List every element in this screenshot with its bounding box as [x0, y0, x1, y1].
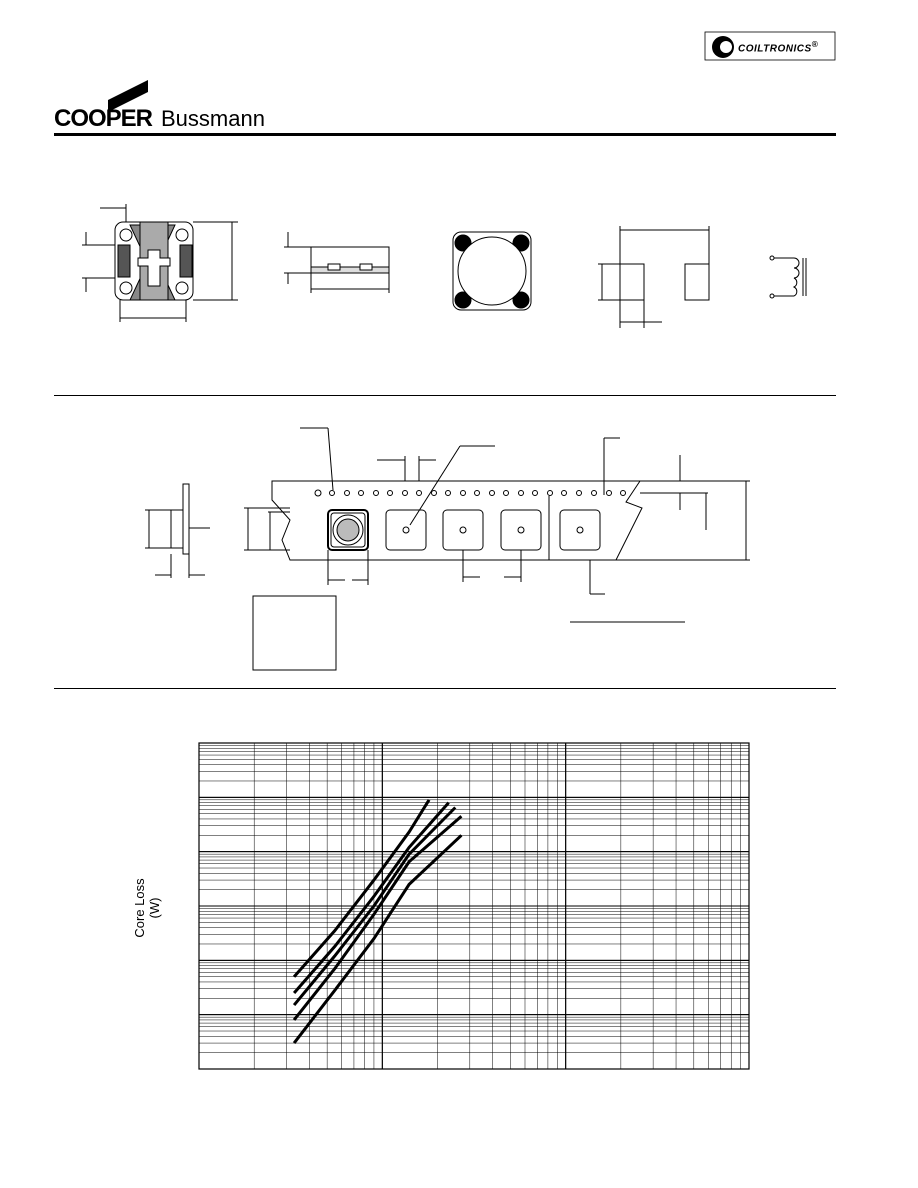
- section-divider-2: [54, 688, 836, 689]
- series-line-2: [292, 801, 450, 994]
- chart-y-axis-label: Core Loss (W): [132, 878, 162, 938]
- coiltronics-logo-text: COILTRONICS: [738, 43, 812, 55]
- section-divider-1: [54, 395, 836, 396]
- series-line-3: [292, 806, 457, 1007]
- core-loss-chart-grid: [198, 742, 750, 1070]
- pad-layout-drawing: [598, 226, 710, 328]
- coiltronics-logo: COILTRONICS®: [738, 39, 818, 54]
- schematic-inductor-icon: [769, 255, 807, 299]
- series-line-5: [292, 834, 463, 1045]
- bottom-view-drawing: [452, 231, 532, 311]
- series-line-1: [292, 799, 431, 978]
- sprocket-holes: [329, 490, 626, 496]
- coiltronics-mark-icon: [704, 31, 836, 61]
- orientation-box: [252, 595, 337, 671]
- component-pocket: [327, 509, 369, 551]
- cooper-logo-slash: [108, 80, 148, 112]
- brand-cooper: COOPER: [54, 105, 153, 132]
- core-loss-chart-series: [292, 799, 463, 1045]
- carrier-tape-drawing: [244, 427, 750, 623]
- side-view-drawing: [284, 232, 390, 293]
- top-view-drawing: [82, 204, 238, 322]
- brand-bussmann: Bussmann: [161, 106, 265, 131]
- header-rule: [54, 133, 836, 136]
- series-line-4: [292, 815, 463, 1021]
- reel-section-view: [145, 483, 210, 578]
- coiltronics-registered-mark: ®: [811, 39, 819, 49]
